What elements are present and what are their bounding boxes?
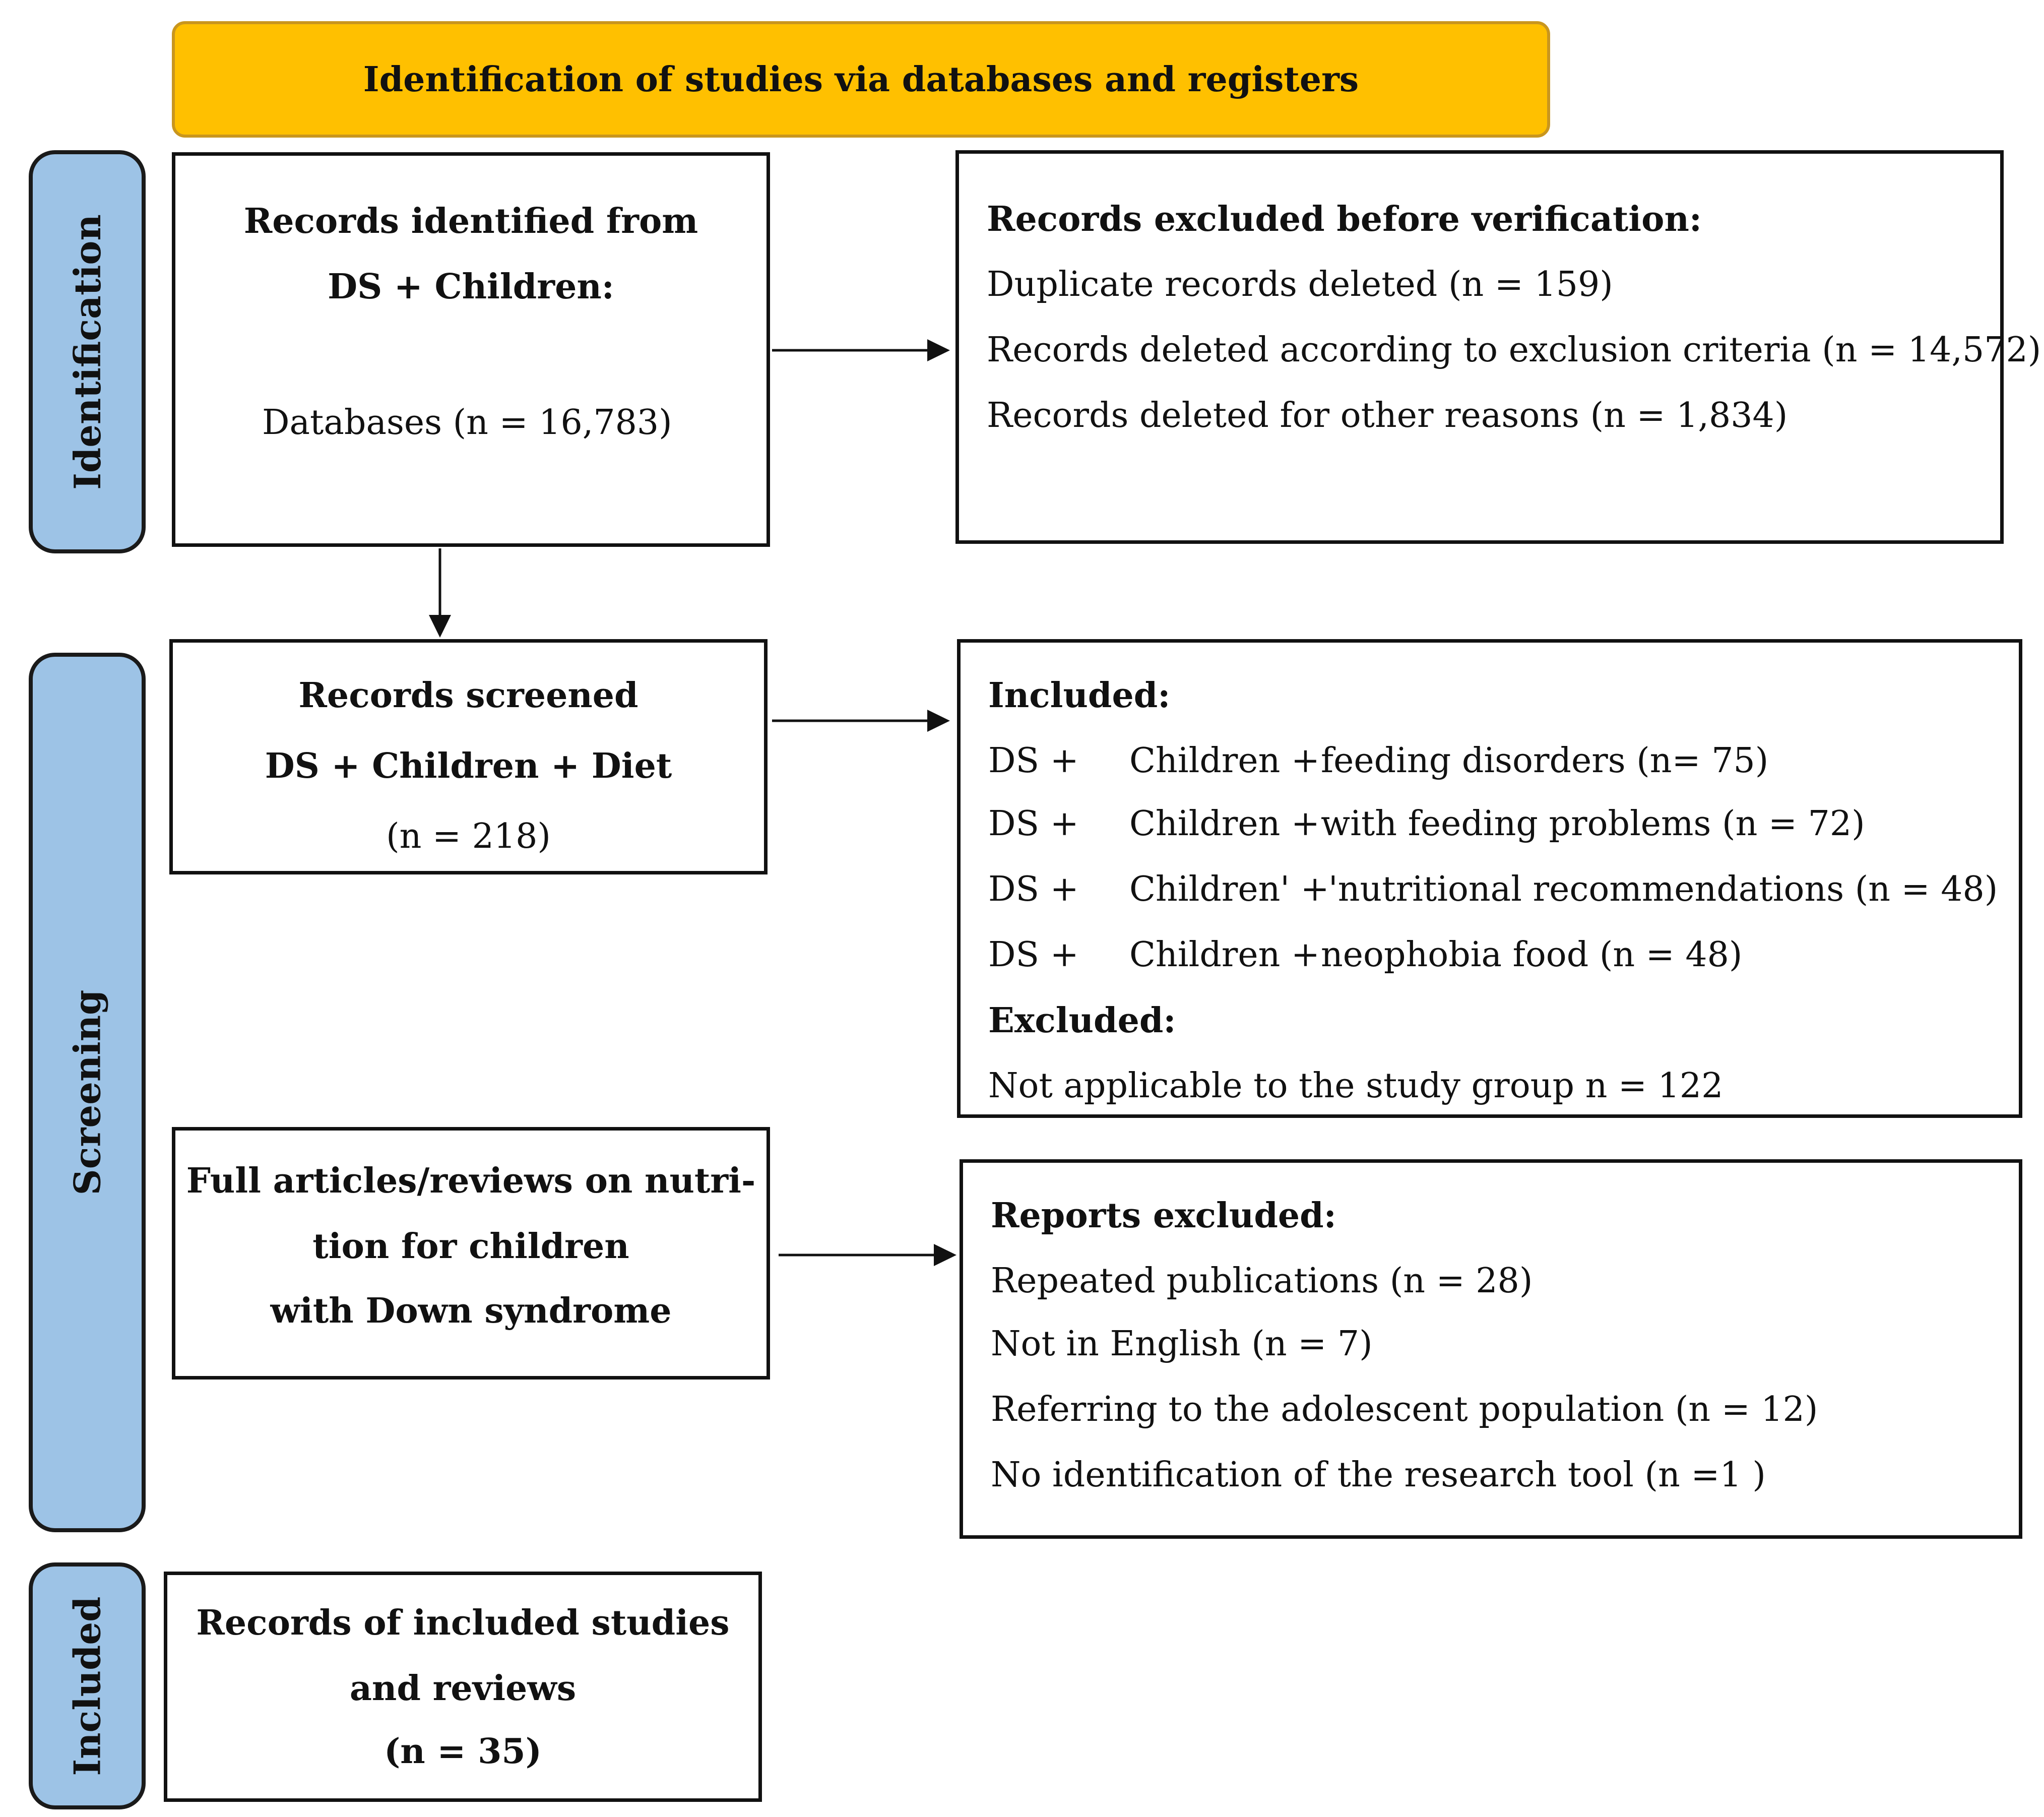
reports-excluded-item: Referring to the adolescent population (… xyxy=(991,1390,1818,1429)
records-identified-box: Records identified from DS + Children: D… xyxy=(172,152,770,547)
databases-count: Databases (n = 16,783) xyxy=(262,403,672,443)
identification-header: Identification of studies via databases … xyxy=(172,21,1550,138)
reports-excluded-box: Reports excluded: Repeated publications … xyxy=(960,1159,2022,1539)
included-row: DS + Children + neophobia food (n = 48) xyxy=(988,935,2019,980)
included-studies-box: Records of included studies and reviews … xyxy=(164,1572,762,1802)
phase-identification: Identification xyxy=(29,150,146,553)
full-articles-line: with Down syndrome xyxy=(270,1291,672,1331)
included-row-ds: DS + xyxy=(988,804,1079,844)
included-row-topic: feeding disorders (n= 75) xyxy=(1321,741,1769,781)
records-screened-box: Records screened DS + Children + Diet (n… xyxy=(169,639,768,874)
included-studies-count: (n = 35) xyxy=(384,1731,542,1772)
full-articles-line: Full articles/reviews on nutri- xyxy=(186,1161,756,1201)
included-row-topic: with feeding problems (n = 72) xyxy=(1321,804,1865,844)
included-row-topic: 'nutritional recommendations (n = 48) xyxy=(1328,869,1998,909)
phase-included-label: Included xyxy=(66,1596,109,1776)
header-title: Identification of studies via databases … xyxy=(363,59,1359,100)
included-row-children: Children + xyxy=(1129,741,1320,781)
included-studies-title: Records of included studies xyxy=(196,1603,730,1643)
included-row-children: Children + xyxy=(1129,935,1320,975)
excluded-before-item: Records deleted according to exclusion c… xyxy=(987,330,2041,370)
included-row-ds: DS + xyxy=(988,869,1079,909)
full-articles-box: Full articles/reviews on nutri- tion for… xyxy=(172,1127,770,1380)
full-articles-line: tion for children xyxy=(312,1226,629,1267)
excluded-title: Excluded: xyxy=(988,1000,1176,1041)
phase-screening: Screening xyxy=(29,653,146,1532)
included-row-ds: DS + xyxy=(988,935,1079,975)
arrow-head xyxy=(927,710,950,732)
excluded-before-item: Records deleted for other reasons (n = 1… xyxy=(987,396,1788,435)
phase-included: Included xyxy=(29,1562,146,1809)
records-screened-count: (n = 218) xyxy=(386,817,551,856)
excluded-text: Not applicable to the study group n = 12… xyxy=(988,1066,1723,1106)
records-screened-title: Records screened xyxy=(298,675,638,716)
excluded-before-item: Duplicate records deleted (n = 159) xyxy=(987,265,1613,304)
arrow-head xyxy=(934,1244,956,1266)
included-row-children: Children + xyxy=(1129,804,1320,844)
excluded-before-title: Records excluded before verification: xyxy=(987,199,1702,239)
reports-excluded-title: Reports excluded: xyxy=(991,1196,1336,1236)
included-studies-subtitle: and reviews xyxy=(349,1668,577,1709)
included-row-topic: neophobia food (n = 48) xyxy=(1321,935,1743,975)
reports-excluded-item: Not in English (n = 7) xyxy=(991,1324,1373,1364)
included-row: DS + Children' + 'nutritional recommenda… xyxy=(988,869,2019,915)
included-title: Included: xyxy=(988,675,1171,716)
included-row: DS + Children + feeding disorders (n= 75… xyxy=(988,741,2019,786)
included-row-ds: DS + xyxy=(988,741,1079,781)
arrow-head xyxy=(429,615,451,638)
records-excluded-before-box: Records excluded before verification: Du… xyxy=(955,150,2041,544)
arrow-head xyxy=(927,339,950,361)
records-identified-subtitle: DS + Children: xyxy=(328,267,614,307)
reports-excluded-item: Repeated publications (n = 28) xyxy=(991,1261,1533,1301)
screening-results-box: Included: DS + Children + feeding disord… xyxy=(957,639,2022,1118)
included-row-children: Children' + xyxy=(1129,869,1329,909)
phase-identification-label: Identification xyxy=(66,214,109,490)
reports-excluded-item: No identification of the research tool (… xyxy=(991,1455,1766,1495)
records-identified-title: Records identified from xyxy=(243,201,698,241)
phase-screening-label: Screening xyxy=(66,989,109,1196)
included-row: DS + Children + with feeding problems (n… xyxy=(988,804,2019,849)
records-screened-query: DS + Children + Diet xyxy=(265,746,672,786)
